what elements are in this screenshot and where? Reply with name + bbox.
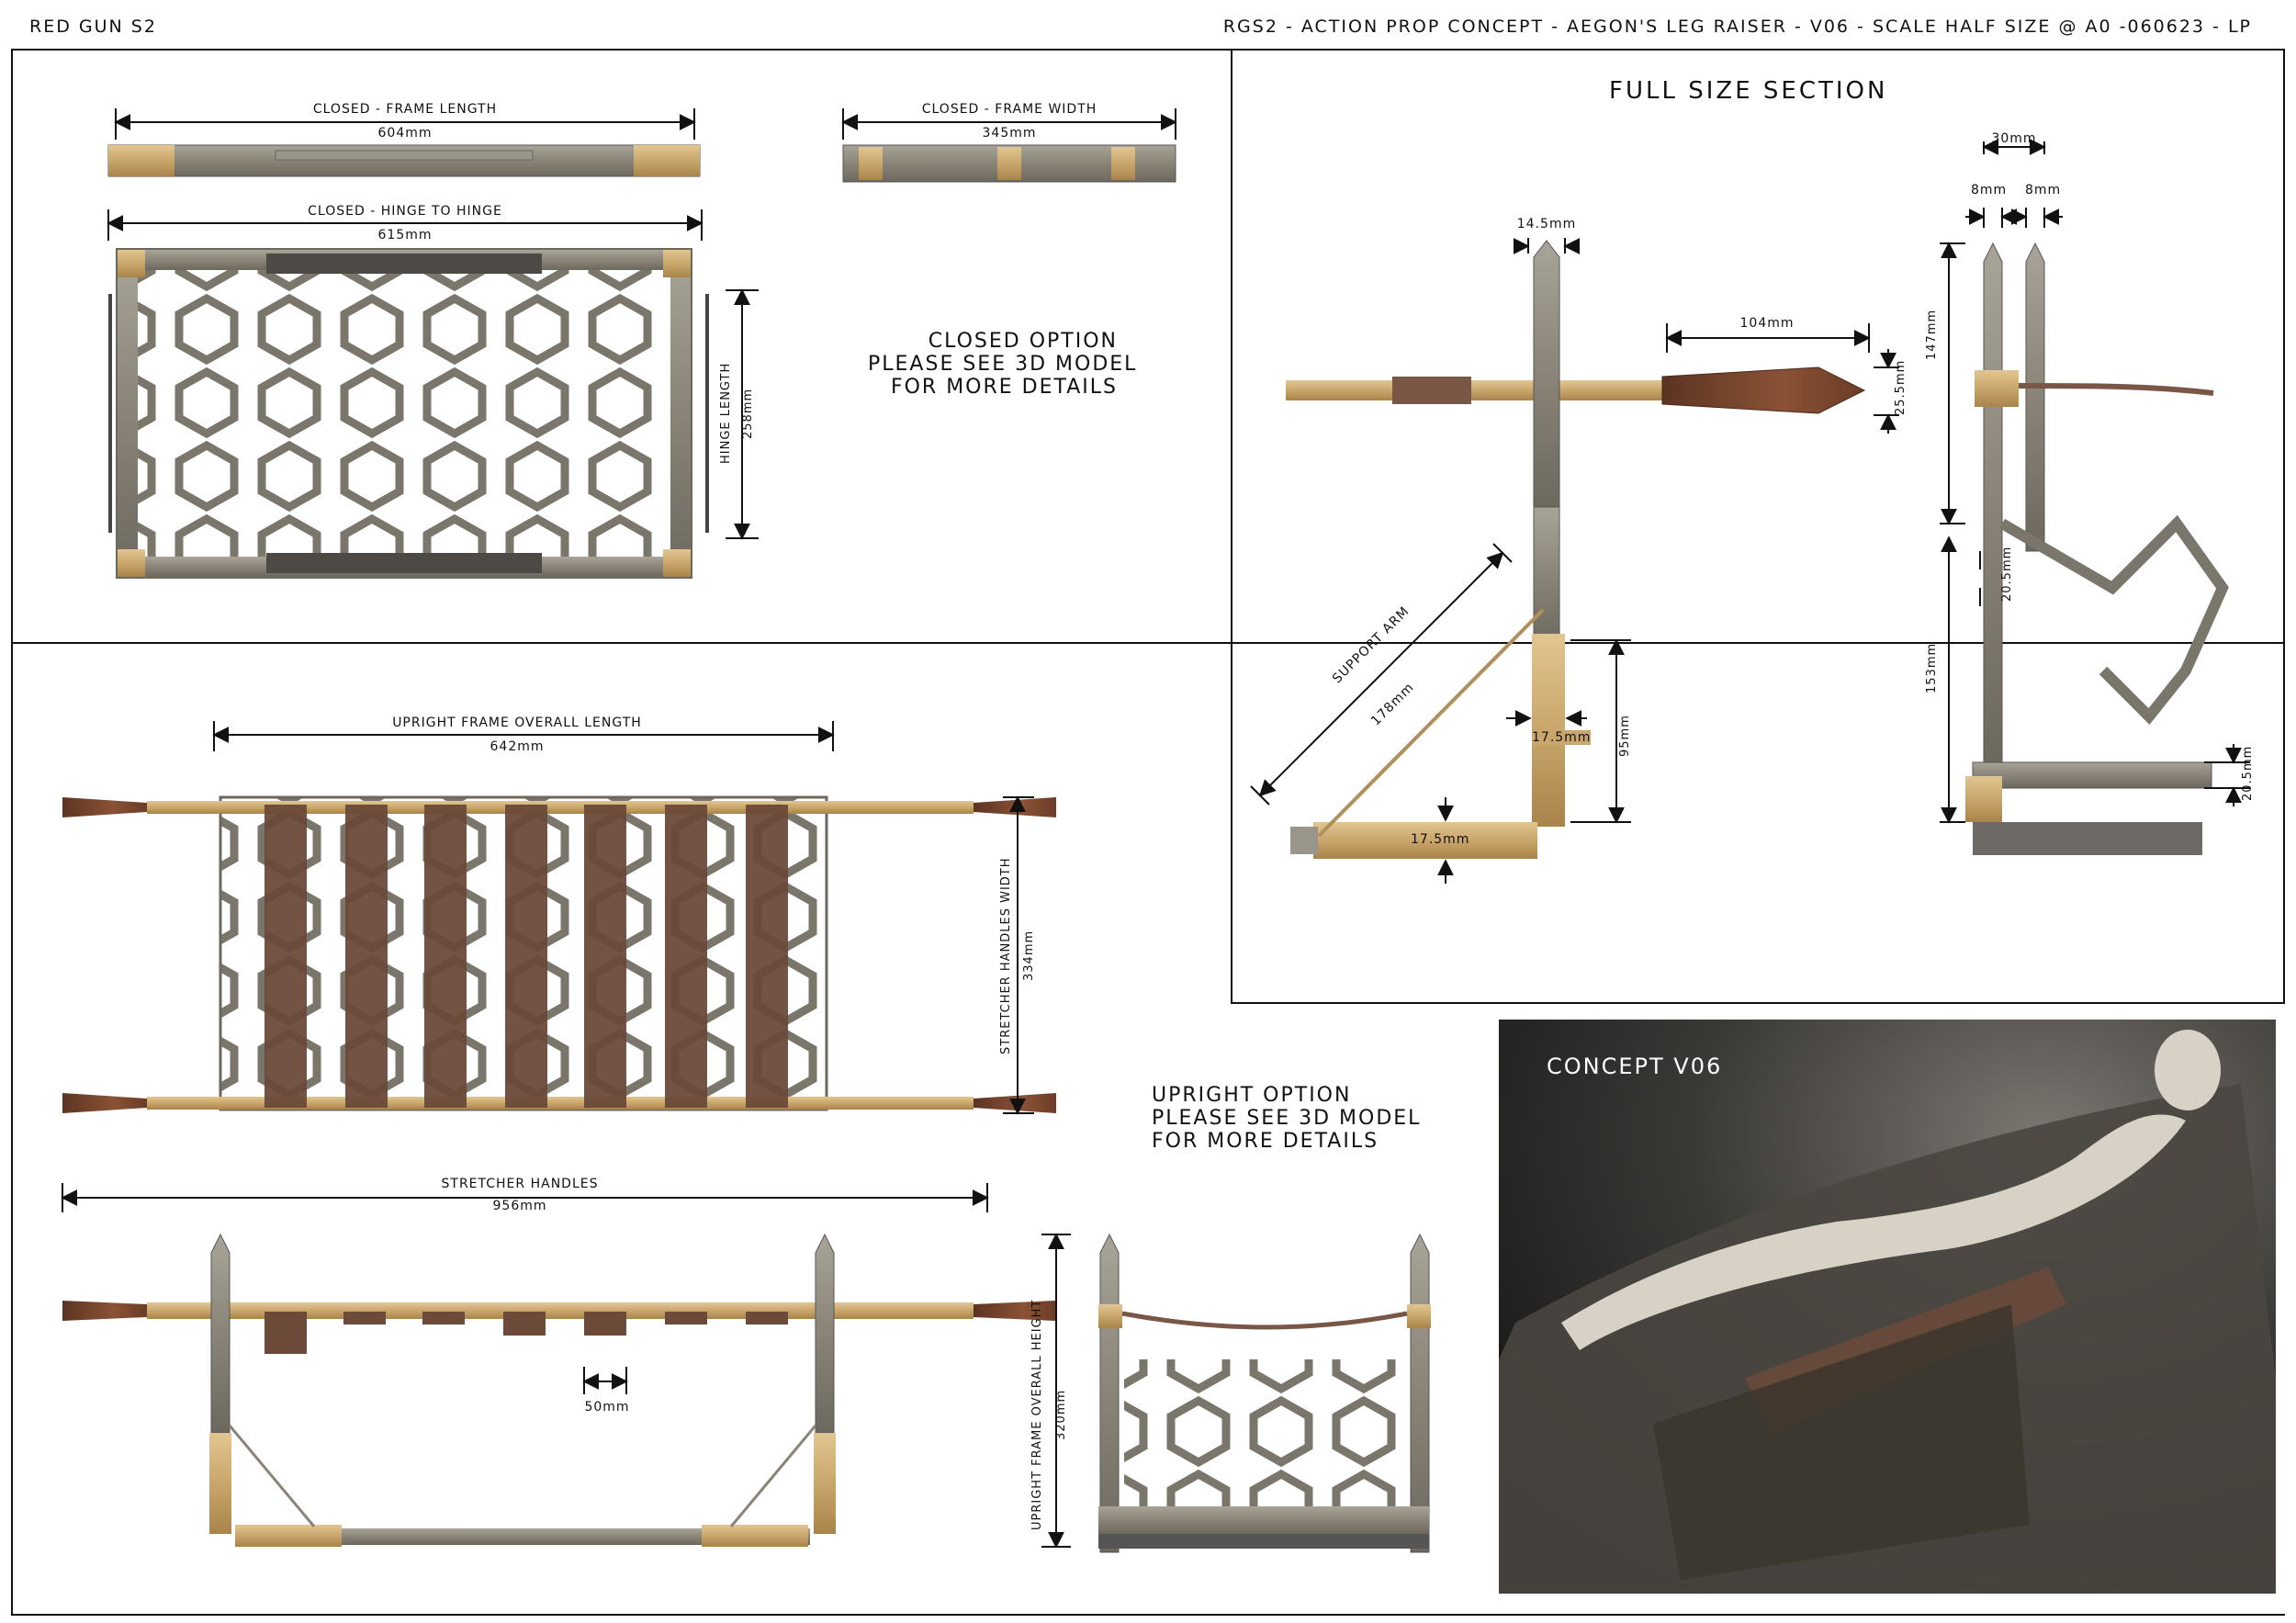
section-side-assembly xyxy=(1965,242,2229,855)
dim-17-5-a: 17.5mm xyxy=(1532,730,1592,745)
closed-frame-side-view xyxy=(107,144,701,177)
dim-25-5: 25.5mm xyxy=(1894,359,1908,415)
dim-20-5-a: 20.5mm xyxy=(2000,546,2014,602)
upright-height-value: 320mm xyxy=(1054,1389,1068,1440)
dim-8-b: 8mm xyxy=(2025,183,2062,197)
dim-closed-frame-length xyxy=(114,108,696,140)
dim-147: 147mm xyxy=(1925,309,1939,360)
stretcher-handles-label: STRETCHER HANDLES xyxy=(441,1177,599,1191)
upright-option-note: UPRIGHT OPTION PLEASE SEE 3D MODEL FOR M… xyxy=(1152,1084,1422,1153)
stretcher-handles-value: 956mm xyxy=(492,1199,547,1213)
closed-option-note: CLOSED OPTION PLEASE SEE 3D MODEL FOR MO… xyxy=(868,330,1138,399)
closed-frame-end-view xyxy=(842,144,1176,183)
dim-95: 95mm xyxy=(1618,715,1632,757)
header-right: RGS2 - ACTION PROP CONCEPT - AEGON'S LEG… xyxy=(1222,17,2252,37)
header-left: RED GUN S2 xyxy=(29,17,157,37)
dim-30: 30mm xyxy=(1991,131,2037,146)
dim-104: 104mm xyxy=(1739,316,1795,331)
strap-width: 50mm xyxy=(584,1400,630,1414)
section-front-assembly xyxy=(1286,240,1866,859)
dim-stretcher-handles-width xyxy=(1003,795,1034,1115)
section-side-dims xyxy=(1940,139,2250,824)
dim-upright-overall-length xyxy=(212,721,835,751)
dim-upright-overall-height xyxy=(1041,1233,1071,1549)
dim-8-a: 8mm xyxy=(1971,183,2008,197)
dim-stretcher-handles xyxy=(61,1183,989,1212)
upright-panel xyxy=(11,642,2285,1616)
closed-frame-length-label: CLOSED - FRAME LENGTH xyxy=(312,102,498,117)
concept-label: CONCEPT V06 xyxy=(1547,1054,1723,1079)
hinge-length-value: 258mm xyxy=(741,388,755,439)
upright-height-label: UPRIGHT FRAME OVERALL HEIGHT xyxy=(1030,1299,1044,1530)
dim-153: 153mm xyxy=(1925,642,1939,693)
closed-frame-length-value: 604mm xyxy=(377,126,433,141)
upright-length-label: UPRIGHT FRAME OVERALL LENGTH xyxy=(392,716,642,730)
hinge-length-label: HINGE LENGTH xyxy=(719,362,733,464)
closed-frame-top-view xyxy=(108,248,709,579)
dim-strap-width xyxy=(582,1367,628,1394)
section-front-dims xyxy=(1250,238,1899,884)
dim-closed-hinge-to-hinge xyxy=(107,209,703,241)
section-title: FULL SIZE SECTION xyxy=(1609,77,1888,105)
section-panel xyxy=(1231,49,2285,1004)
closed-hinge-to-hinge-value: 615mm xyxy=(377,228,433,242)
upright-side-view xyxy=(62,1233,1056,1547)
dim-20-5-b: 20.5mm xyxy=(2241,745,2255,801)
handles-width-value: 334mm xyxy=(1022,930,1036,981)
closed-hinge-to-hinge-label: CLOSED - HINGE TO HINGE xyxy=(308,204,502,219)
upright-top-view xyxy=(62,795,1056,1113)
dim-closed-frame-width xyxy=(841,108,1177,140)
concept-render-photo xyxy=(1499,1020,2276,1594)
dim-hinge-length xyxy=(726,288,759,540)
handles-width-label: STRETCHER HANDLES WIDTH xyxy=(999,857,1013,1054)
closed-frame-width-label: CLOSED - FRAME WIDTH xyxy=(921,102,1097,117)
dim-17-5-b: 17.5mm xyxy=(1411,832,1470,847)
dim-14-5: 14.5mm xyxy=(1516,217,1577,231)
upright-length-value: 642mm xyxy=(490,739,545,754)
upright-end-view xyxy=(1098,1233,1431,1553)
closed-frame-width-value: 345mm xyxy=(982,126,1037,141)
